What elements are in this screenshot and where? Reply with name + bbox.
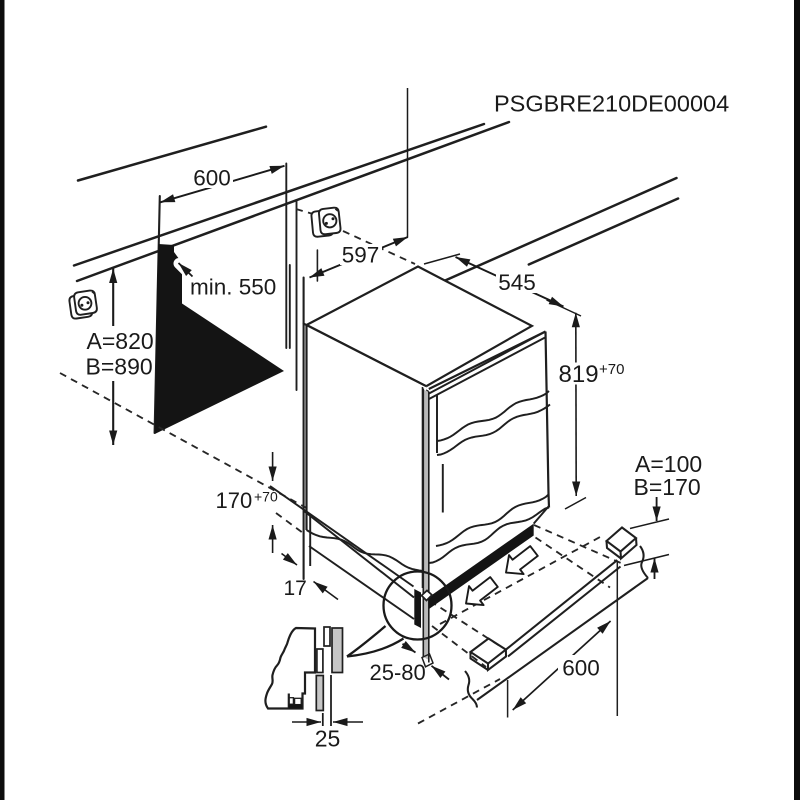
svg-text:+70: +70 [599, 361, 624, 378]
svg-text:545: 545 [498, 270, 536, 295]
svg-text:A=100: A=100 [635, 451, 702, 477]
svg-text:600: 600 [193, 166, 231, 191]
svg-text:819: 819 [559, 361, 599, 388]
svg-text:600: 600 [562, 656, 600, 681]
svg-text:B=170: B=170 [634, 474, 701, 500]
svg-text:A=820: A=820 [87, 328, 154, 354]
svg-text:25-80: 25-80 [370, 660, 426, 685]
svg-text:min. 550: min. 550 [190, 275, 276, 300]
svg-text:17: 17 [284, 577, 307, 600]
svg-text:25: 25 [315, 726, 341, 752]
svg-text:597: 597 [342, 243, 380, 268]
svg-text:170: 170 [216, 488, 253, 513]
svg-text:PSGBRE210DE00004: PSGBRE210DE00004 [494, 91, 729, 117]
svg-text:+70: +70 [254, 489, 278, 505]
svg-text:B=890: B=890 [86, 354, 153, 380]
